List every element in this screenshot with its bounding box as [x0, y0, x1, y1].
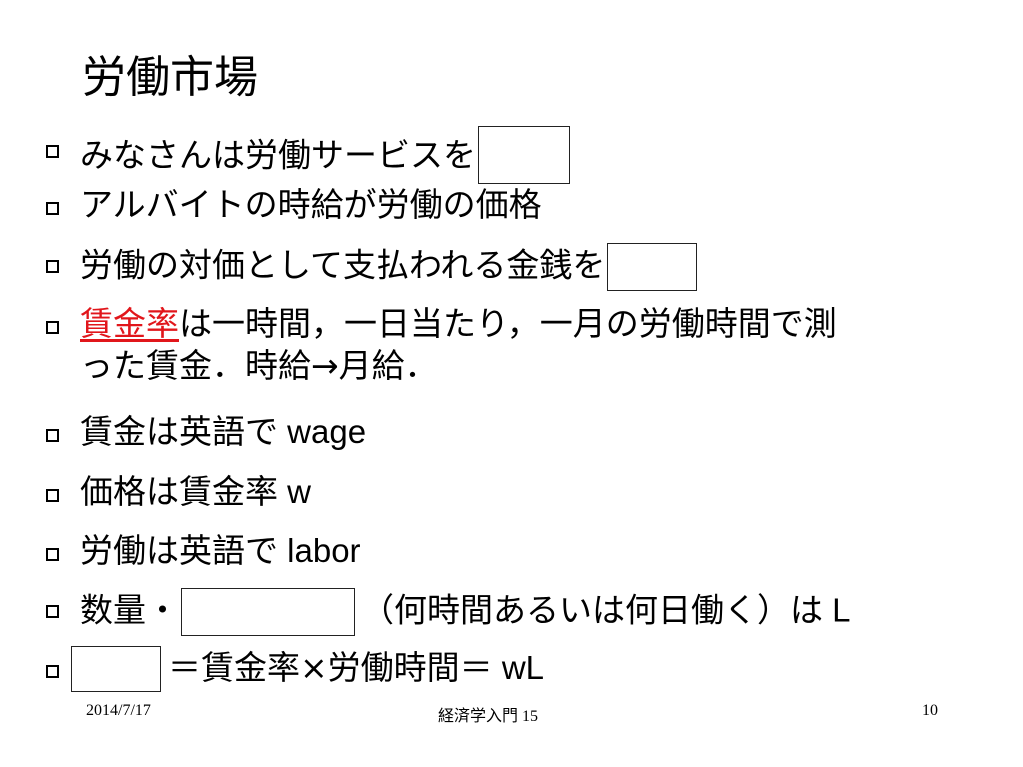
bullet-text: 賃金は英語で [80, 412, 278, 451]
square-bullet-icon [46, 202, 59, 215]
bullet-text: 価格は賃金率 [80, 472, 278, 511]
square-bullet-icon [46, 321, 59, 334]
english-term: L [823, 591, 851, 629]
bullet-text: 労働の対価として支払われる金銭を [80, 245, 606, 285]
square-bullet-icon [46, 665, 59, 678]
square-bullet-icon [46, 429, 59, 442]
square-bullet-icon [46, 489, 59, 502]
answer-blank-box [181, 588, 355, 636]
english-term: wage [278, 413, 367, 450]
footer-date: 2014/7/17 [86, 702, 151, 719]
footer-page-number: 10 [922, 702, 938, 719]
english-term: wL [492, 649, 545, 686]
answer-blank-box [71, 646, 161, 692]
bullet-text: （何時間あるいは何日働く）は [361, 590, 823, 630]
square-bullet-icon [46, 605, 59, 618]
bullet-text: みなさんは労働サービスを [80, 135, 476, 175]
english-term: w [278, 473, 311, 510]
slide-title: 労働市場 [82, 52, 258, 103]
bullet-text-continued: った賃金．時給→月給． [80, 346, 438, 385]
square-bullet-icon [46, 260, 59, 273]
square-bullet-icon [46, 548, 59, 561]
square-bullet-icon [46, 145, 59, 158]
english-term: labor [278, 532, 361, 569]
footer-course: 経済学入門 15 [438, 708, 539, 725]
bullet-text: は一時間，一日当たり，一月の労働時間で測 [179, 304, 837, 343]
bullet-text: アルバイトの時給が労働の価格 [80, 185, 542, 224]
bullet-text: ＝賃金率×労働時間＝ [168, 648, 493, 687]
answer-blank-box [478, 126, 570, 184]
highlight-term: 賃金率 [80, 304, 179, 343]
bullet-text: 労働は英語で [80, 531, 278, 570]
answer-blank-box [607, 243, 698, 291]
bullet-text: 数量・ [80, 590, 179, 630]
